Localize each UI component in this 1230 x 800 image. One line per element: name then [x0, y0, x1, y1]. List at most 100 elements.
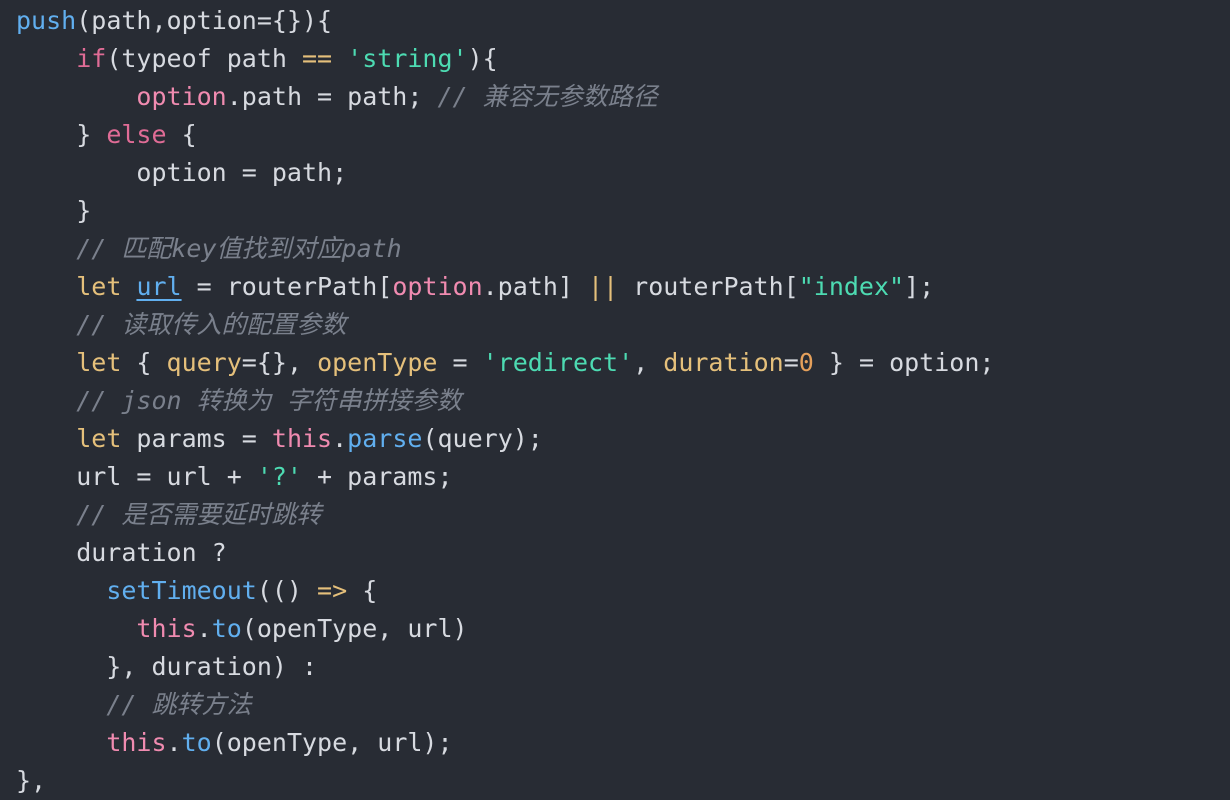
code-line[interactable]: // 跳转方法 — [16, 686, 1216, 724]
code-text: }, duration) : — [16, 652, 318, 681]
code-text — [332, 44, 347, 73]
code-text: ]; — [904, 272, 935, 301]
code-line[interactable]: // json 转换为 字符串拼接参数 — [16, 382, 1216, 420]
code-comment: // 是否需要延时跳转 — [76, 500, 322, 529]
code-line[interactable]: let { query={}, openType = 'redirect', d… — [16, 344, 1216, 382]
code-block[interactable]: push(path,option={}){ if(typeof path == … — [16, 2, 1216, 800]
code-line[interactable]: }, duration) : — [16, 648, 1216, 686]
code-declaration: == — [302, 44, 333, 73]
code-line[interactable]: this.to(openType, url); — [16, 724, 1216, 762]
code-text — [16, 424, 76, 453]
code-text: . — [196, 614, 212, 643]
code-text: (typeof path — [106, 44, 302, 73]
code-text — [16, 310, 76, 339]
code-text: } — [16, 196, 92, 225]
code-text — [16, 386, 76, 415]
code-text: ){ — [467, 44, 498, 73]
code-line[interactable]: this.to(openType, url) — [16, 610, 1216, 648]
code-text: path,option={}){ — [91, 6, 333, 35]
code-function-name: to — [211, 614, 242, 643]
code-text — [16, 234, 76, 263]
code-text — [16, 690, 106, 719]
code-text: duration ? — [16, 538, 227, 567]
code-declaration: let — [76, 348, 122, 377]
code-variable: this — [271, 424, 333, 453]
code-line[interactable]: // 是否需要延时跳转 — [16, 496, 1216, 534]
code-line[interactable]: }, — [16, 762, 1216, 800]
code-function-name: to — [181, 728, 212, 757]
code-function-name: setTimeout — [106, 576, 257, 605]
code-string: 'redirect' — [482, 348, 634, 377]
code-string: '?' — [256, 462, 302, 491]
code-text: .path] — [482, 272, 588, 301]
code-text: } = option; — [813, 348, 995, 377]
code-text — [16, 614, 136, 643]
code-text: { — [121, 348, 167, 377]
code-string: 'string' — [347, 44, 468, 73]
code-declaration: let — [76, 424, 122, 453]
code-text — [16, 728, 106, 757]
code-declaration: duration — [663, 348, 784, 377]
code-comment: // 兼容无参数路径 — [437, 82, 658, 111]
code-text: } — [16, 120, 107, 149]
code-declaration: openType — [317, 348, 438, 377]
code-text — [16, 348, 76, 377]
code-variable: option — [392, 272, 483, 301]
code-text: { — [347, 576, 378, 605]
code-comment: // 跳转方法 — [106, 690, 252, 719]
code-variable: option — [136, 82, 227, 111]
code-text: = routerPath[ — [181, 272, 393, 301]
code-declaration: => — [317, 576, 348, 605]
code-text: ={}, — [241, 348, 318, 377]
code-line[interactable]: push(path,option={}){ — [16, 2, 1216, 40]
code-text — [16, 500, 76, 529]
code-text: routerPath[ — [618, 272, 799, 301]
code-declaration: query — [166, 348, 242, 377]
code-text: params = — [121, 424, 272, 453]
code-text: url = url + — [16, 462, 257, 491]
code-line[interactable]: let params = this.parse(query); — [16, 420, 1216, 458]
code-text: (() — [256, 576, 318, 605]
code-number: 0 — [798, 348, 814, 377]
code-line[interactable]: // 匹配key值找到对应path — [16, 230, 1216, 268]
code-line[interactable]: setTimeout(() => { — [16, 572, 1216, 610]
code-function-name: parse — [347, 424, 423, 453]
code-string: "index" — [798, 272, 905, 301]
code-text: (query); — [422, 424, 543, 453]
code-line[interactable]: let url = routerPath[option.path] || rou… — [16, 268, 1216, 306]
code-text: . — [166, 728, 182, 757]
code-text: (openType, url); — [211, 728, 453, 757]
code-text: = — [783, 348, 799, 377]
code-declaration: let — [76, 272, 122, 301]
code-text: . — [332, 424, 348, 453]
code-line[interactable]: option.path = path; // 兼容无参数路径 — [16, 78, 1216, 116]
code-line[interactable]: duration ? — [16, 534, 1216, 572]
code-keyword: if — [76, 44, 107, 73]
code-text — [16, 44, 76, 73]
code-text: .path = path; — [226, 82, 438, 111]
code-text — [121, 272, 136, 301]
code-text: }, — [16, 766, 47, 795]
code-comment: // json 转换为 字符串拼接参数 — [76, 386, 462, 415]
code-identifier-url: url — [136, 272, 182, 301]
code-line[interactable]: if(typeof path == 'string'){ — [16, 40, 1216, 78]
code-text: + params; — [301, 462, 453, 491]
code-text: { — [166, 120, 197, 149]
code-comment: // 匹配key值找到对应path — [76, 234, 402, 263]
code-variable: this — [136, 614, 197, 643]
code-text: (openType, url) — [241, 614, 468, 643]
code-variable: this — [106, 728, 167, 757]
code-line[interactable]: url = url + '?' + params; — [16, 458, 1216, 496]
code-text: = — [437, 348, 483, 377]
code-line[interactable]: } — [16, 192, 1216, 230]
code-function-name: push — [16, 6, 77, 35]
code-text — [16, 82, 136, 111]
code-keyword: else — [106, 120, 167, 149]
code-text: option = path; — [16, 158, 348, 187]
code-comment: // 读取传入的配置参数 — [76, 310, 347, 339]
code-line[interactable]: } else { — [16, 116, 1216, 154]
code-declaration: || — [587, 272, 619, 301]
code-line[interactable]: option = path; — [16, 154, 1216, 192]
code-line[interactable]: // 读取传入的配置参数 — [16, 306, 1216, 344]
